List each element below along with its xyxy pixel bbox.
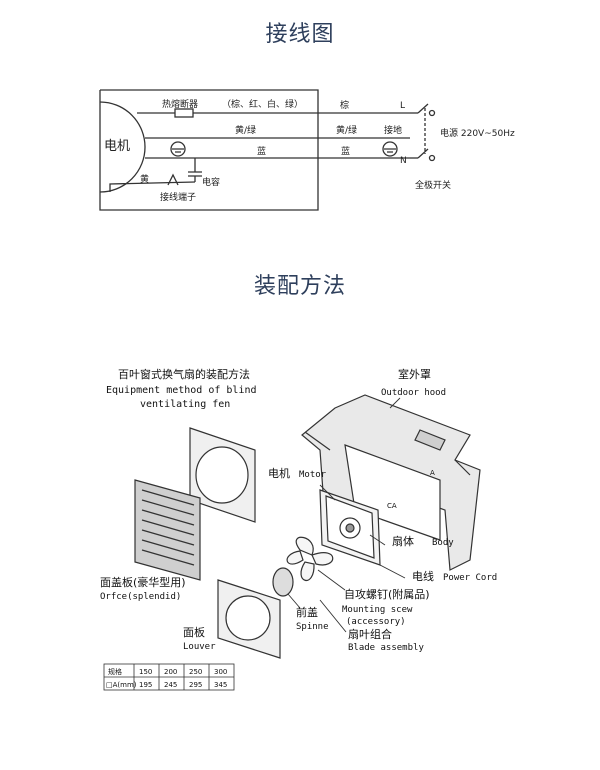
- wiring-title: 接线图: [265, 22, 335, 47]
- fan-body-shape: [319, 489, 381, 566]
- motor-cn: 电机: [268, 466, 290, 480]
- panel-cn: 面盖板(豪华型用): [100, 575, 186, 589]
- heading-en-2: ventilating fen: [140, 399, 230, 410]
- yellow-label: 黄: [140, 173, 149, 185]
- louver-frame-top: [189, 427, 256, 523]
- terminal-label: 接线端子: [160, 191, 196, 203]
- spinner-en: Spinne: [296, 622, 329, 632]
- cord-cn: 电线: [412, 569, 434, 583]
- motor-label: 电机: [104, 139, 130, 154]
- screw-en-2: (accessory): [346, 617, 406, 627]
- assembly-title: 装配方法: [253, 274, 346, 299]
- panel-en: Orfce(splendid): [100, 592, 181, 602]
- screw-en-1: Mounting scew: [342, 605, 413, 615]
- N-label: N: [400, 156, 407, 166]
- wiring-diagram: 电机 热熔断器 （棕、红、白、绿） 棕 L 黄/绿 黄/绿 接地 蓝 蓝 N 电…: [99, 89, 515, 211]
- wire-blue-right-label: 蓝: [341, 145, 350, 157]
- motor-symbol: [99, 101, 146, 193]
- assembly-diagram: 百叶窗式换气扇的装配方法 Equipment method of blind v…: [100, 367, 497, 691]
- ground-symbol-right: [382, 141, 398, 157]
- louver-en: Louver: [183, 642, 216, 652]
- fuse-symbol: [174, 108, 194, 118]
- blade-shape: [286, 536, 334, 582]
- switch-symbol-N: [417, 148, 429, 159]
- spec-row-2: 245: [164, 681, 177, 689]
- wire-brown-label: 棕: [340, 99, 349, 111]
- spec-header-4: 300: [214, 668, 227, 676]
- fuse-label: 热熔断器: [162, 98, 198, 110]
- tag-a: A: [430, 469, 435, 477]
- L-label: L: [400, 101, 405, 111]
- body-cn: 扇体: [392, 534, 414, 548]
- blade-cn: 扇叶组合: [348, 627, 392, 641]
- wire-colors-note: （棕、红、白、绿）: [222, 98, 303, 110]
- power-label: 电源 220V~50Hz: [440, 127, 515, 139]
- capacitor-label: 电容: [202, 176, 220, 188]
- body-en: Body: [432, 538, 454, 548]
- hood-en: Outdoor hood: [381, 388, 446, 398]
- hood-cn: 室外罩: [398, 367, 431, 381]
- spinner-cn: 前盖: [296, 605, 318, 619]
- spec-header-0: 规格: [108, 667, 122, 676]
- heading-en-1: Equipment method of blind: [106, 385, 257, 396]
- switch-label: 全极开关: [415, 179, 451, 191]
- wire-yg-left-label: 黄/绿: [235, 124, 256, 136]
- heading-cn: 百叶窗式换气扇的装配方法: [118, 367, 250, 381]
- ground-label: 接地: [384, 124, 402, 136]
- spec-header-3: 250: [189, 668, 202, 676]
- motor-en: Motor: [299, 470, 327, 480]
- tag-ca: CA: [387, 502, 397, 510]
- switch-symbol-L: [417, 103, 429, 114]
- cord-en: Power Cord: [443, 573, 497, 583]
- terminal-symbol: [167, 173, 179, 186]
- spinner-shape: [272, 567, 294, 597]
- spec-header-2: 200: [164, 668, 177, 676]
- spec-row-4: 345: [214, 681, 227, 689]
- wire-yg-right-label: 黄/绿: [336, 124, 357, 136]
- screw-cn: 自攻螺钉(附属品): [344, 587, 430, 601]
- capacitor-symbol: [188, 158, 202, 182]
- ground-symbol-left: [170, 141, 186, 157]
- louver-frame-bottom: [217, 579, 281, 659]
- spec-header-1: 150: [139, 668, 152, 676]
- blade-en: Blade assembly: [348, 643, 424, 653]
- grille-panel-shape: [134, 479, 201, 581]
- spec-table: 规格 150 200 250 300 □A(mm) 195 245 295 34…: [103, 663, 235, 691]
- spec-row-0: □A(mm): [106, 681, 137, 689]
- spec-row-3: 295: [189, 681, 202, 689]
- louver-cn: 面板: [183, 625, 205, 639]
- wire-blue-left-label: 蓝: [257, 145, 266, 157]
- spec-row-1: 195: [139, 681, 152, 689]
- enclosure-frame: [99, 89, 319, 211]
